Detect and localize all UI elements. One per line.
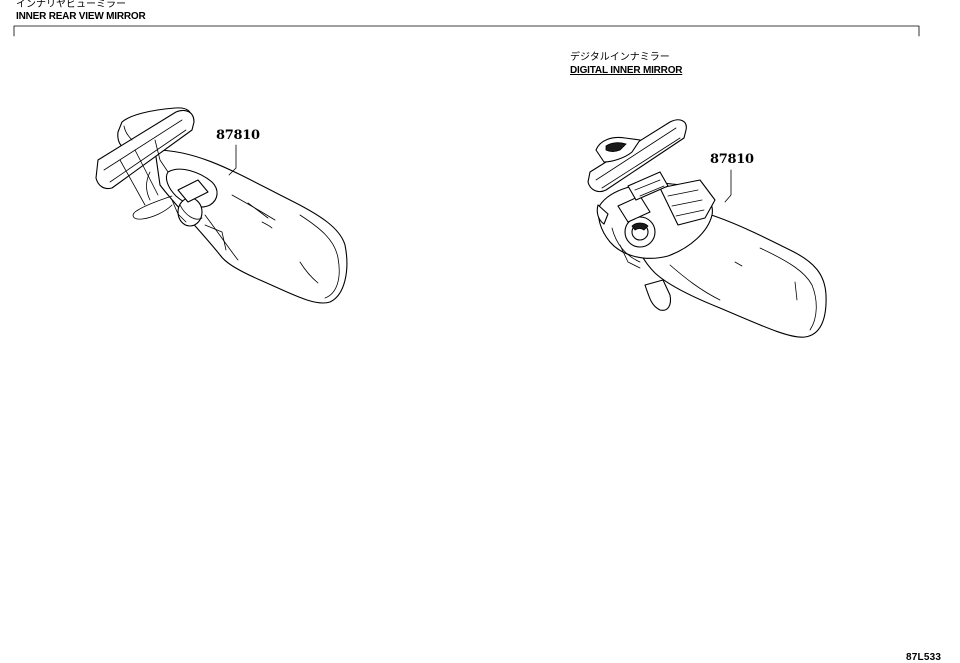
part-number-87810-left: 87810 bbox=[216, 128, 260, 143]
part-number-87810-right: 87810 bbox=[710, 152, 754, 167]
section-title-jp: インナリヤビューミラー bbox=[16, 0, 126, 10]
leader-line-2 bbox=[724, 169, 732, 203]
section-title-en: INNER REAR VIEW MIRROR bbox=[16, 11, 146, 22]
sub-section-title-en: DIGITAL INNER MIRROR bbox=[570, 65, 683, 76]
sub-section-title-jp: デジタルインナミラー bbox=[570, 52, 670, 63]
digital-inner-mirror-drawing bbox=[587, 119, 827, 338]
section-bracket bbox=[13, 25, 920, 37]
illustration-reference: 87L533 bbox=[906, 652, 942, 663]
inner-rear-view-mirror-drawing bbox=[95, 107, 348, 304]
leader-line-1 bbox=[228, 144, 237, 176]
